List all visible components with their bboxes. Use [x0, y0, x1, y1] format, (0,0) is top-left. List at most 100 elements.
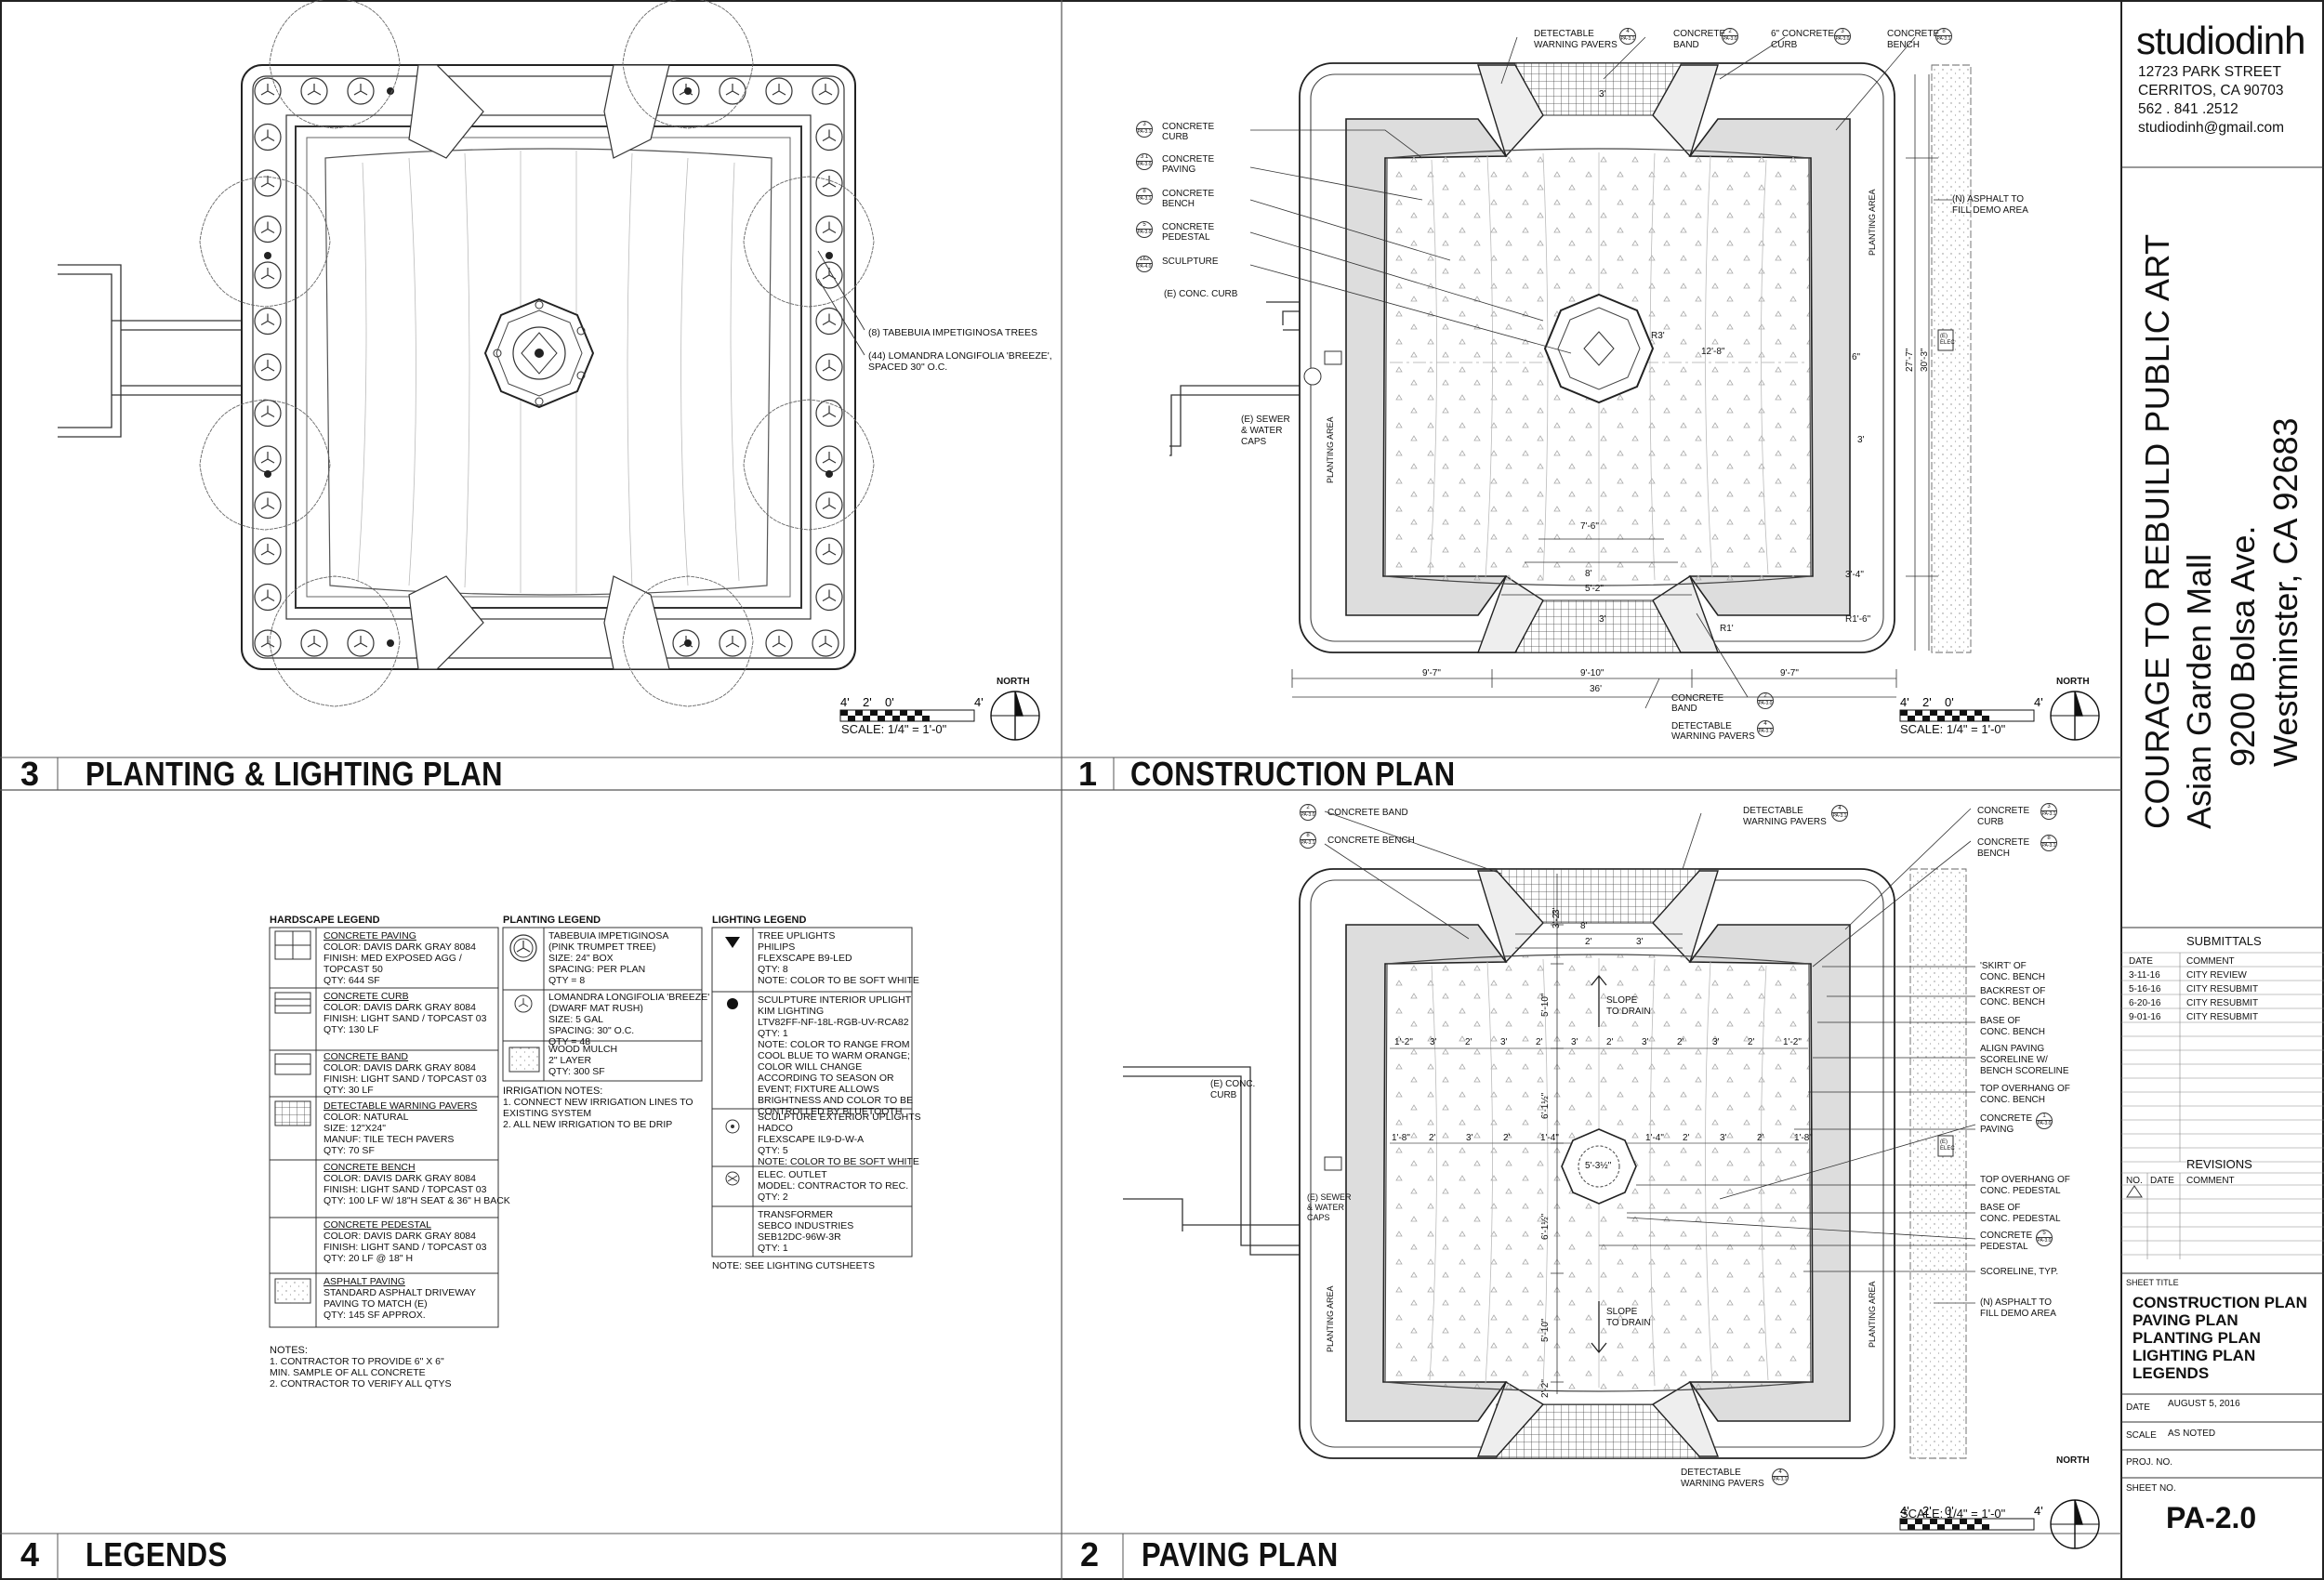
- hardscape-item-line: FINISH: LIGHT SAND / TOPCAST 03: [324, 1013, 487, 1024]
- scale-bar-block: [1937, 716, 1945, 721]
- scale-label-p2: SCALE: 1/4" = 1'-0": [1900, 1507, 2006, 1521]
- pp-dimension: 3': [1636, 937, 1644, 947]
- irrigation-note: 2. ALL NEW IRRIGATION TO BE DRIP: [503, 1119, 673, 1130]
- planting-item-line: SPACING: PER PLAN: [548, 964, 646, 975]
- dimension-label: 36': [1590, 684, 1603, 694]
- cp-label: BENCH: [1162, 199, 1195, 209]
- scale-tick-label: 2': [1922, 1504, 1932, 1518]
- construction-plan-drawing: [1169, 36, 1972, 709]
- hardscape-item-name: CONCRETE PAVING: [324, 930, 416, 941]
- panel-2-title: PAVING PLAN: [1142, 1535, 1339, 1573]
- hardscape-item-line: QTY: 70 SF: [324, 1145, 375, 1156]
- ref-number: 3: [2041, 804, 2056, 811]
- ref-sheet: PA-3.1: [1301, 840, 1315, 846]
- pp-dimension: 1'-2": [1783, 1037, 1802, 1047]
- pp-dimension: 2': [1429, 1133, 1436, 1143]
- panel-2-number: 2: [1080, 1535, 1100, 1573]
- scale-value: AS NOTED: [2168, 1429, 2216, 1439]
- ref-sheet: PA-3.0: [2037, 1238, 2052, 1244]
- lighting-item-line: FLEXSCAPE IL9-D-W-A: [758, 1134, 865, 1145]
- planting-item-line: SIZE: 24" BOX: [548, 953, 614, 964]
- cp-top-label: CONCRETE: [1673, 29, 1726, 39]
- submittal-date: 6-20-16: [2129, 998, 2161, 1008]
- dimension-label: 3': [1599, 89, 1606, 99]
- paving-plan-drawing: [1123, 808, 1976, 1459]
- cp-top-label: CONCRETE: [1887, 29, 1940, 39]
- lighting-item-line: QTY: 2: [758, 1192, 788, 1203]
- project-title: COURAGE TO REBUILD PUBLIC ART: [2138, 233, 2176, 829]
- lighting-item-line: SEB12DC-96W-3R: [758, 1231, 841, 1243]
- cp-label: CONCRETE: [1162, 154, 1215, 165]
- pp-note: CONC. PEDESTAL: [1980, 1186, 2061, 1196]
- lighting-legend-title: LIGHTING LEGEND: [712, 915, 807, 926]
- planting-plan-drawing: [58, 0, 875, 707]
- sheet-title-line: PAVING PLAN: [2133, 1311, 2238, 1329]
- scale-bar-block: [1945, 710, 1952, 716]
- panel-4-number: 4: [20, 1535, 40, 1573]
- pp-dimension: 1'-8": [1392, 1133, 1410, 1143]
- scale-bar-block: [1908, 716, 1915, 721]
- submittal-date: 3-11-16: [2129, 970, 2160, 981]
- pp-right-label: CONCRETE: [1977, 837, 2030, 848]
- hardscape-item-line: COLOR: DAVIS DARK GRAY 8084: [324, 1062, 476, 1073]
- slope-bottom-2: TO DRAIN: [1606, 1318, 1651, 1328]
- firm-address-line: studiodinh@gmail.com: [2138, 120, 2285, 136]
- slope-top-1: SLOPE: [1606, 995, 1638, 1006]
- scale-bar-block: [1937, 1524, 1945, 1530]
- slope-top-2: TO DRAIN: [1606, 1007, 1651, 1017]
- e-conc-curb-label: (E) CONC. CURB: [1164, 289, 1238, 299]
- project-city: Westminster, CA 92683: [2266, 417, 2304, 767]
- pp-dimension: 6'-1½": [1540, 1092, 1551, 1119]
- ref-number: 8: [2041, 836, 2056, 843]
- scale-tick-label: 0': [1945, 695, 1954, 709]
- pp-dimension: 1'-8": [1794, 1133, 1813, 1143]
- lighting-item-line: LTV82FF-NF-18L-RGB-UV-RCA82: [758, 1017, 909, 1028]
- tree-uplight-symbol: [684, 639, 692, 647]
- hardscape-item-line: COLOR: DAVIS DARK GRAY 8084: [324, 1231, 476, 1242]
- pp-dimension: 5'-10": [1540, 993, 1551, 1017]
- lighting-item-line: ACCORDING TO SEASON OR: [758, 1073, 894, 1084]
- ref-sheet: PA-3.0: [1723, 36, 1737, 42]
- hardscape-item-line: MANUF: TILE TECH PAVERS: [324, 1134, 455, 1145]
- pp-dimension: 3': [1430, 1037, 1437, 1047]
- ref-sheet: PA-3.1: [2041, 811, 2056, 817]
- lighting-item-line: SCULPTURE EXTERIOR UPLIGHTS: [758, 1112, 921, 1123]
- dimension-label: 9'-7": [1422, 668, 1441, 678]
- proj-no-label: PROJ. NO.: [2126, 1457, 2173, 1468]
- pp-dimension: 3': [1720, 1133, 1727, 1143]
- scale-bar-block: [1960, 1519, 1967, 1524]
- planting-item-line: SIZE: 5 GAL: [548, 1014, 603, 1025]
- dimension-label: 3'-4": [1845, 570, 1864, 580]
- lighting-item-line: QTY: 1: [758, 1243, 788, 1254]
- pp-dimension: 3': [1712, 1037, 1720, 1047]
- pp-dimension: 3': [1500, 1037, 1508, 1047]
- scale-bar-block: [1945, 1519, 1952, 1524]
- date-label: DATE: [2126, 1402, 2150, 1413]
- scale-bar-block: [870, 710, 878, 716]
- lighting-item-line: QTY: 5: [758, 1145, 788, 1156]
- pp-e-sewer-3: CAPS: [1307, 1213, 1330, 1222]
- cp-label: PEDESTAL: [1162, 232, 1210, 243]
- scale-bar-block: [1915, 1519, 1922, 1524]
- pp-note: CONC. BENCH: [1980, 1027, 2046, 1037]
- pp-note: BENCH SCORELINE: [1980, 1066, 2069, 1076]
- scale-bar-block: [1967, 716, 1974, 721]
- scale-bar-block: [878, 716, 885, 721]
- pp-dimension: 2': [1757, 1133, 1764, 1143]
- hardscape-item-line: FINISH: LIGHT SAND / TOPCAST 03: [324, 1073, 487, 1085]
- lighting-item-line: TRANSFORMER: [758, 1209, 834, 1220]
- scale-bar-block: [840, 710, 848, 716]
- cp-bottom-label: DETECTABLE: [1671, 721, 1732, 731]
- project-street: 9200 Bolsa Ave.: [2224, 525, 2262, 767]
- ref-sheet: PA-3.1: [1773, 1477, 1788, 1482]
- cp-top-label: DETECTABLE: [1534, 29, 1594, 39]
- ref-number: 4: [1620, 29, 1635, 36]
- hardscape-item-line: QTY: 20 LF @ 18" H: [324, 1253, 414, 1264]
- hardscape-item-line: FINISH: LIGHT SAND / TOPCAST 03: [324, 1242, 487, 1253]
- pp-dimension: 2': [1585, 937, 1592, 947]
